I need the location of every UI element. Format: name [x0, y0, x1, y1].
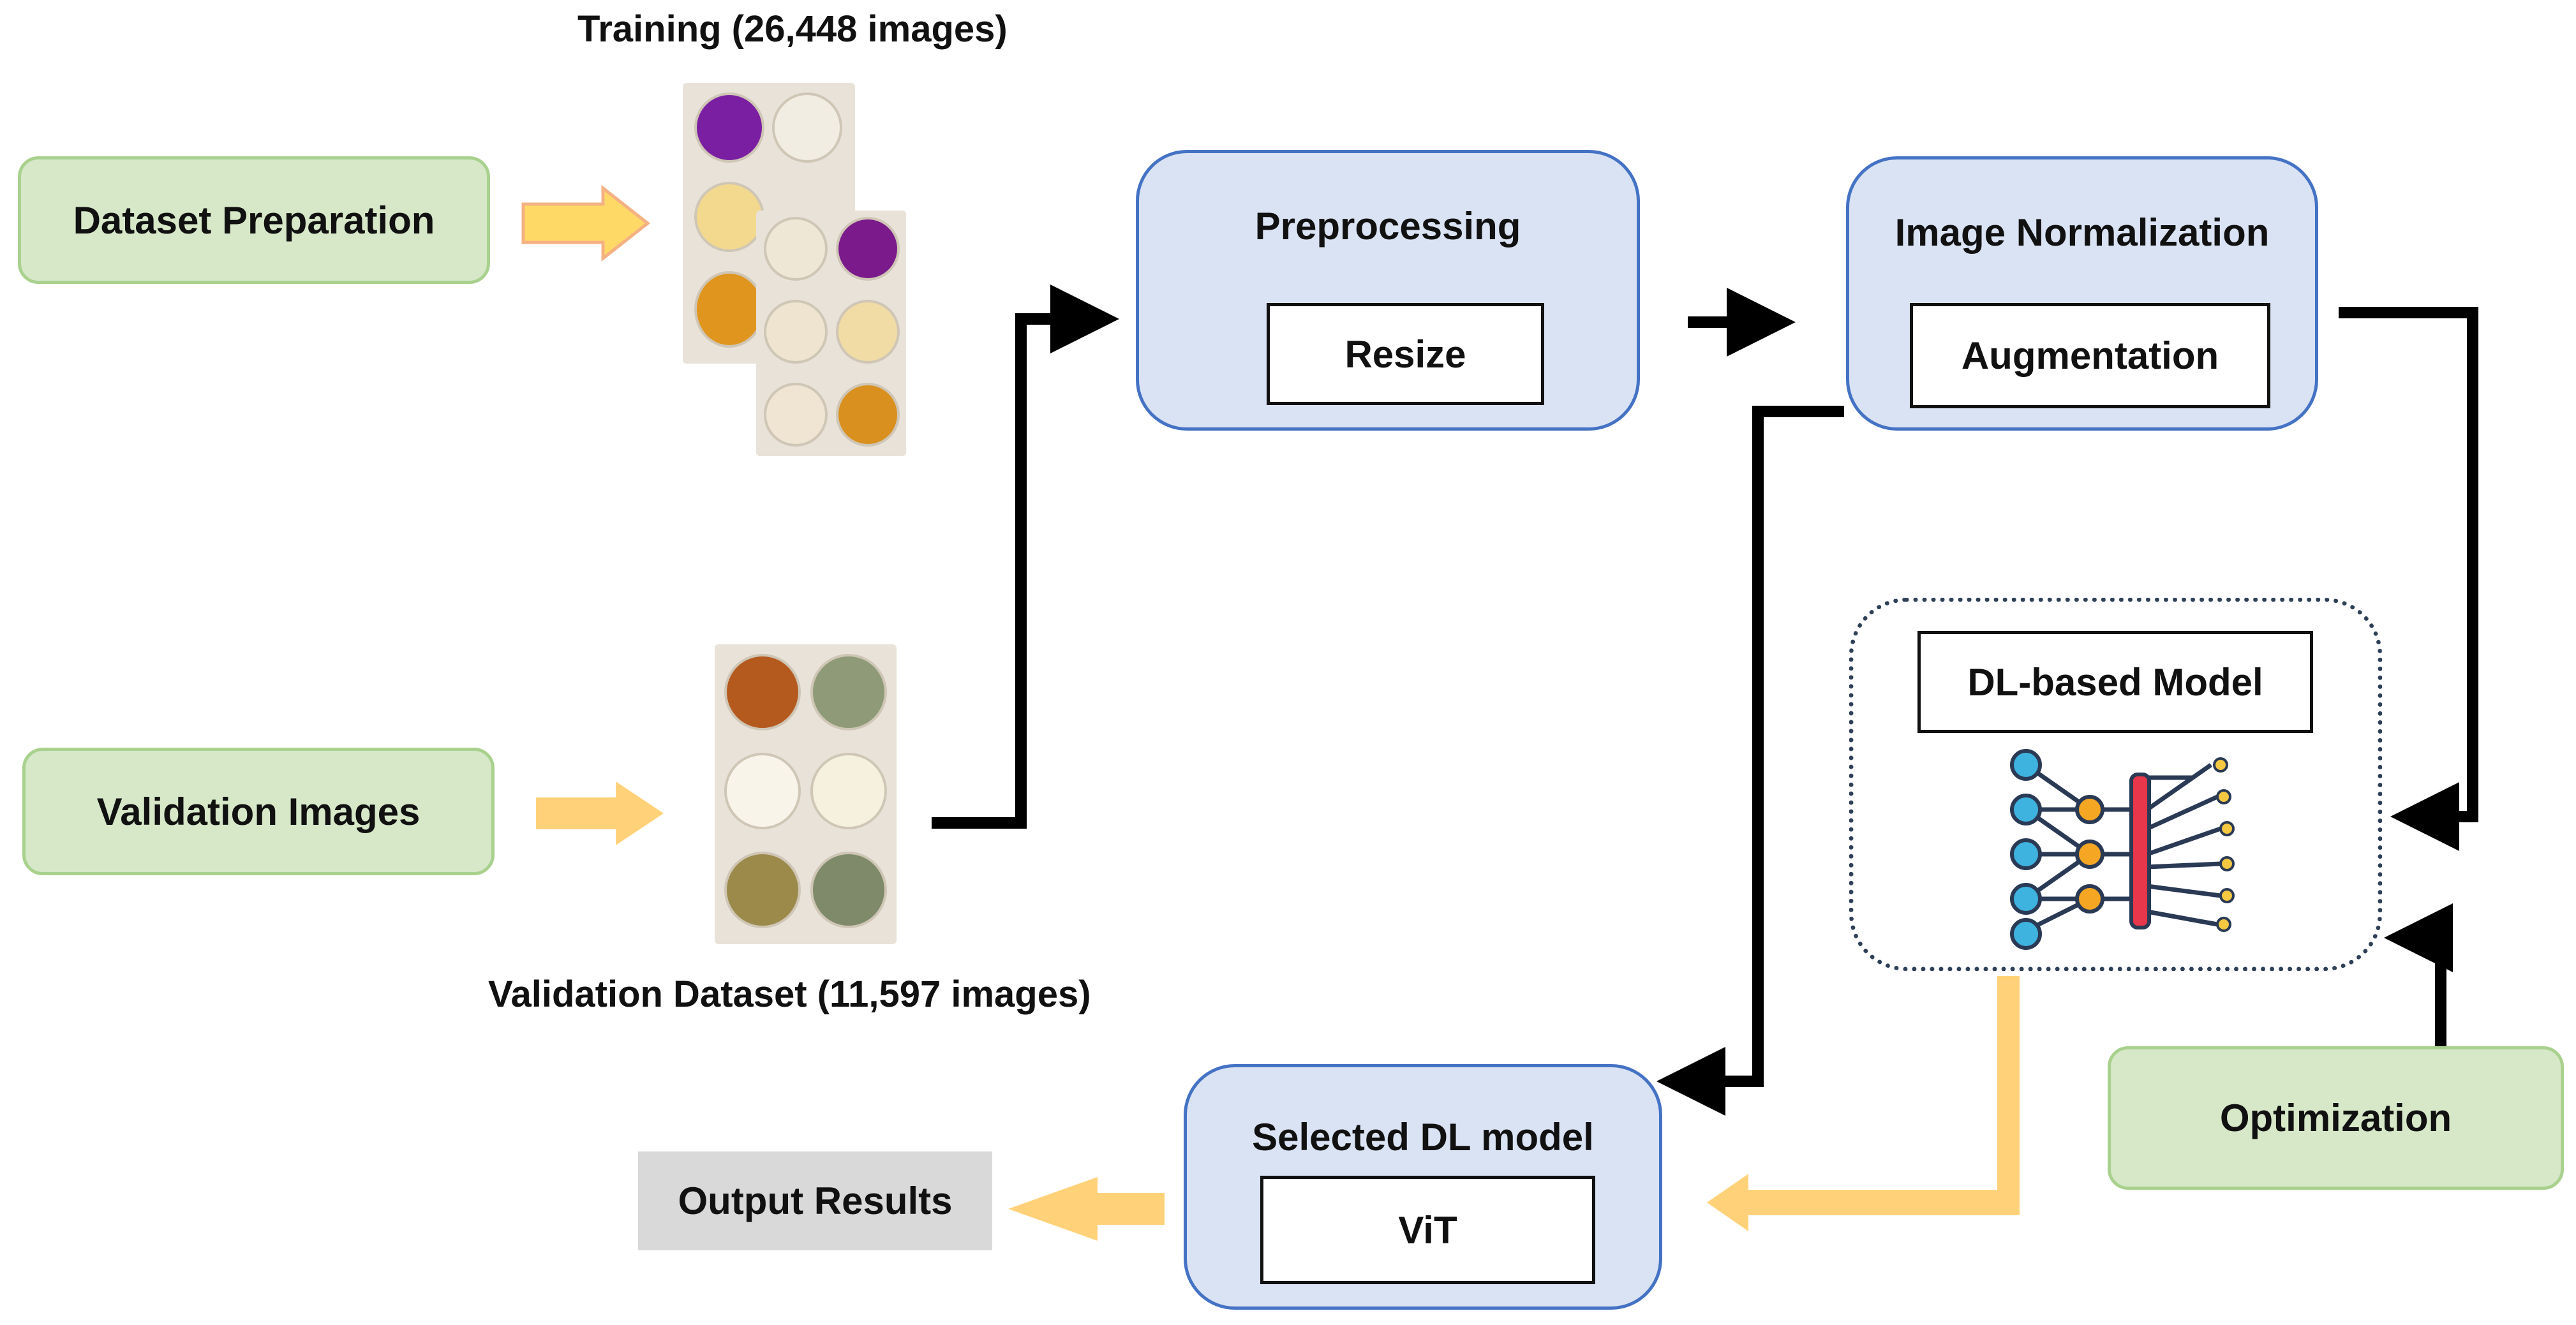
resize-box: Resize: [1267, 303, 1544, 405]
normalization-title: Image Normalization: [1895, 211, 2270, 254]
output-results-box: Output Results: [638, 1151, 992, 1250]
arrow-optimization-to-model: [2384, 903, 2453, 1046]
arrow-normalization-to-selected: [1657, 406, 1844, 1116]
validation-plate-image: [715, 644, 897, 944]
arrow-validation-to-plate: [536, 781, 664, 845]
preprocessing-box: Preprocessing Resize: [1136, 150, 1640, 431]
neural-network-icon: [2010, 749, 2235, 950]
arrow-to-preprocessing: [932, 285, 1119, 829]
optimization-box: Optimization: [2108, 1046, 2564, 1190]
training-caption: Training (26,448 images): [577, 8, 1008, 50]
validation-images-box: Validation Images: [22, 748, 495, 875]
validation-caption: Validation Dataset (11,597 images): [488, 973, 1091, 1015]
arrow-dataset-to-training: [521, 184, 651, 262]
arrow-model-to-selected: [1707, 976, 2020, 1231]
dl-based-model-box: DL-based Model: [1917, 631, 2313, 733]
arrow-normalization-to-model: [2339, 307, 2478, 851]
training-plate-image-2: [756, 211, 906, 456]
dataset-preparation-box: Dataset Preparation: [18, 156, 490, 284]
model-container: DL-based Model: [1849, 598, 2382, 971]
selected-model-title: Selected DL model: [1252, 1116, 1594, 1158]
normalization-box: Image Normalization Augmentation: [1846, 156, 2318, 431]
arrow-selected-to-output: [1008, 1177, 1165, 1241]
selected-model-box: Selected DL model ViT: [1184, 1064, 1662, 1310]
augmentation-box: Augmentation: [1910, 303, 2270, 408]
preprocessing-title: Preprocessing: [1254, 205, 1521, 248]
vit-box: ViT: [1260, 1176, 1595, 1284]
